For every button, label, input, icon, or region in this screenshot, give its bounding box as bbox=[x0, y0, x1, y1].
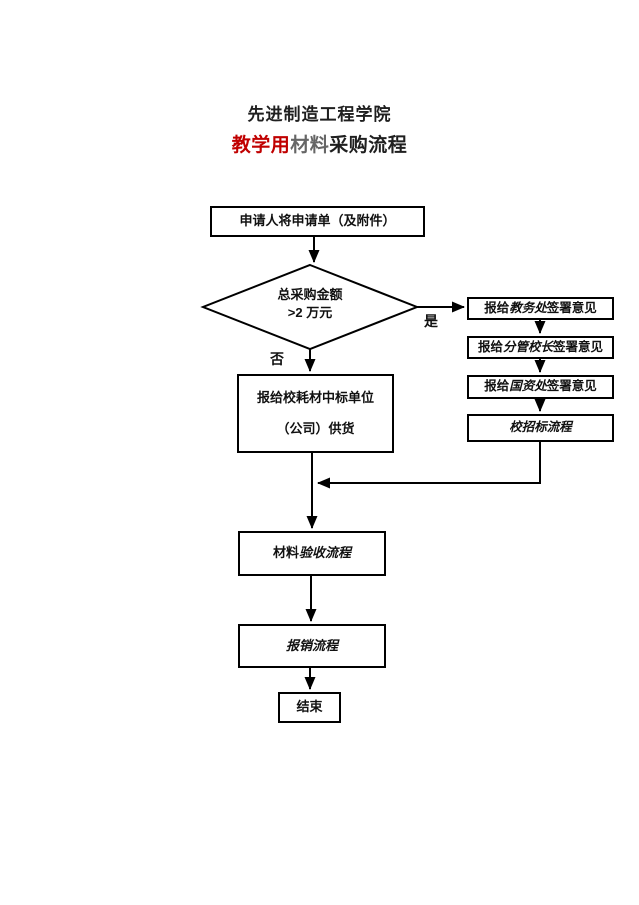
bidding-process-label: 校招标流程 bbox=[509, 420, 572, 435]
approval-1-label: 报给教务处签署意见 bbox=[484, 301, 597, 317]
decision-line1: 总采购金额 bbox=[277, 287, 343, 302]
approval-box-state-assets: 报给国资处签署意见 bbox=[467, 375, 614, 399]
approval-2-label: 报给分管校长签署意见 bbox=[478, 340, 603, 356]
branch-yes-label: 是 bbox=[424, 313, 438, 329]
approval-1-prefix: 报给 bbox=[484, 300, 510, 315]
decision-line2: >2 万元 bbox=[287, 305, 333, 320]
approval-3-label: 报给国资处签署意见 bbox=[484, 379, 597, 395]
approval-3-suffix: 签署意见 bbox=[546, 379, 597, 394]
approval-3-prefix: 报给 bbox=[484, 379, 510, 394]
approval-1-suffix: 签署意见 bbox=[546, 300, 597, 315]
decision-label: 总采购金额 >2 万元 bbox=[235, 286, 385, 322]
branch-no-label: 否 bbox=[270, 351, 284, 367]
start-box: 申请人将申请单（及附件） bbox=[210, 206, 425, 237]
approval-2-prefix: 报给 bbox=[477, 339, 503, 354]
subtitle-gray-segment: 材料 bbox=[290, 135, 330, 156]
page-subtitle: 教学用材料采购流程 bbox=[0, 130, 639, 157]
approval-3-dept: 国资处 bbox=[509, 379, 547, 394]
approval-2-suffix: 签署意见 bbox=[553, 339, 604, 354]
supplier-box: 报给校耗材中标单位 （公司）供货 bbox=[237, 374, 394, 453]
acceptance-italic-part: 验收流程 bbox=[299, 545, 352, 561]
bidding-process-box: 校招标流程 bbox=[467, 414, 614, 442]
acceptance-label: 材料验收流程 bbox=[273, 545, 351, 561]
end-label: 结束 bbox=[296, 699, 323, 715]
connector-bidding-to-mainline bbox=[317, 442, 541, 489]
supplier-line1: 报给校耗材中标单位 bbox=[256, 390, 374, 406]
acceptance-box: 材料验收流程 bbox=[238, 531, 386, 576]
subtitle-red-segment: 教学用 bbox=[231, 135, 291, 156]
approval-2-dept: 分管校长 bbox=[502, 339, 553, 354]
end-box: 结束 bbox=[278, 692, 341, 723]
acceptance-normal-part: 材料 bbox=[272, 545, 299, 561]
start-box-label: 申请人将申请单（及附件） bbox=[239, 213, 396, 229]
reimburse-box: 报销流程 bbox=[238, 624, 386, 668]
approval-box-vice-president: 报给分管校长签署意见 bbox=[467, 336, 614, 359]
page-title: 先进制造工程学院 bbox=[247, 105, 392, 124]
approval-1-dept: 教务处 bbox=[509, 300, 547, 315]
subtitle-black-segment: 采购流程 bbox=[329, 135, 408, 156]
supplier-line2: （公司）供货 bbox=[276, 420, 355, 436]
approval-box-academic-affairs: 报给教务处签署意见 bbox=[467, 297, 614, 320]
reimburse-label: 报销流程 bbox=[285, 637, 338, 653]
